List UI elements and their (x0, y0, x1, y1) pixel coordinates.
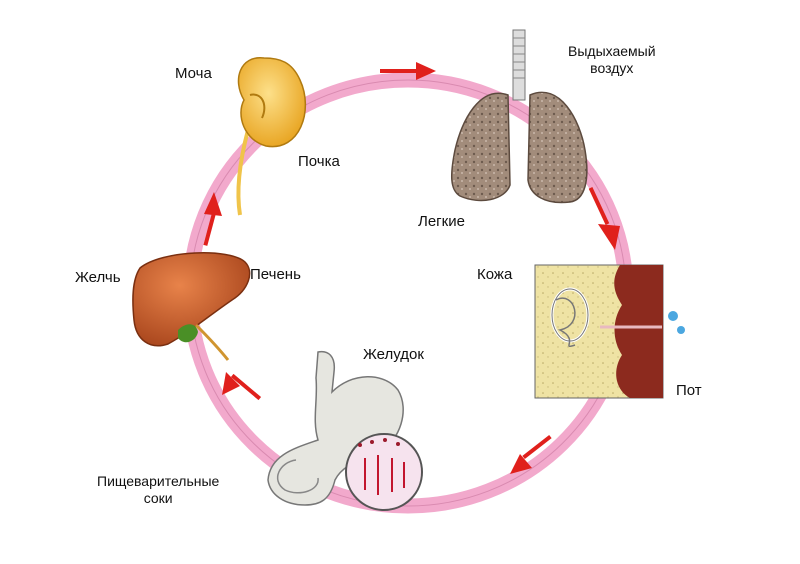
flow-arrow (380, 62, 436, 80)
digestive-juices-label: Пищеварительные соки (97, 473, 219, 507)
exhaled-air-line-1: Выдыхаемый (568, 43, 656, 59)
flow-arrow (222, 372, 262, 401)
sweat-label: Пот (676, 382, 702, 399)
stomach-label: Желудок (363, 346, 424, 363)
flow-arrow (510, 434, 552, 474)
urine-label: Моча (175, 65, 212, 82)
skin-label: Кожа (477, 266, 513, 283)
lungs-illustration (450, 29, 588, 204)
kidney-illustration (236, 57, 307, 216)
liver-label: Печень (250, 266, 301, 283)
bile-label: Желчь (75, 269, 121, 286)
exhaled-air-label: Выдыхаемый воздух (568, 43, 656, 77)
flow-arrow (203, 192, 222, 246)
digestive-juices-line-2: соки (143, 490, 173, 506)
liver-illustration (132, 252, 251, 361)
flow-arrow (588, 187, 620, 250)
digestive-juices-line-1: Пищеварительные (97, 473, 220, 489)
skin-section-illustration (534, 264, 685, 399)
kidney-label: Почка (298, 153, 340, 170)
stomach-illustration (267, 350, 423, 511)
exhaled-air-line-2: воздух (590, 60, 634, 76)
lungs-label: Легкие (418, 213, 465, 230)
